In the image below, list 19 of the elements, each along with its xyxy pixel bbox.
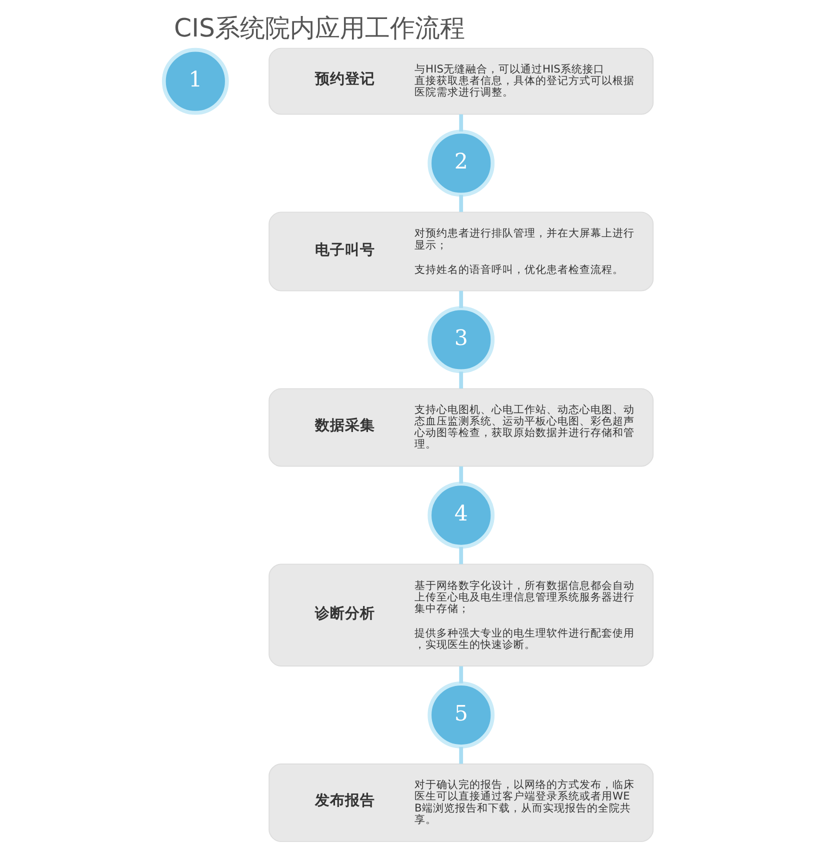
- node-circle: 3: [428, 306, 495, 374]
- node-box: 发布报告 对于确认完的报告，以网络的方式发布，临床医生可以直接通过客户端登录系统或者用WEB端浏览报告和下载，从而实现报告的全院共享。: [268, 764, 654, 842]
- node-box: 数据采集 支持心电图机、心电工作站、动态心电图、动态血压监测系统、运动平板心电图、彩色超声心动图等检查，获取原始数据并进行存储和管理。: [268, 388, 654, 467]
- node-circle: 5: [428, 682, 495, 748]
- connector: [459, 546, 464, 564]
- diagram-title: CIS系统院内应用工作流程: [174, 13, 466, 42]
- node-circle: 1: [162, 48, 229, 115]
- connector: [459, 114, 464, 132]
- connector: [459, 372, 464, 389]
- connector: [459, 466, 464, 484]
- connector: [459, 290, 464, 308]
- connector: [459, 194, 464, 212]
- node-circle: 4: [428, 482, 495, 549]
- connector: [459, 746, 464, 764]
- node-box: 预约登记 与HIS无缝融合，可以通过HIS系统接口直接获取患者信息，具体的登记方式可以根据医院需求进行调整。: [268, 48, 654, 115]
- node-box: 电子叫号 对预约患者进行排队管理，并在大屏幕上进行显示； 支持姓名的语音呼叫，优化患者检查流程。: [268, 212, 654, 292]
- connector: [459, 666, 464, 684]
- node-circle: 2: [428, 130, 495, 197]
- node-box: 诊断分析 基于网络数字化设计，所有数据信息都会自动上传至心电及电生理信息管理系统服务器进行集中存储； 提供多种强大专业的电生理软件进行配套使用，实现医生的快速诊断。: [268, 564, 654, 667]
